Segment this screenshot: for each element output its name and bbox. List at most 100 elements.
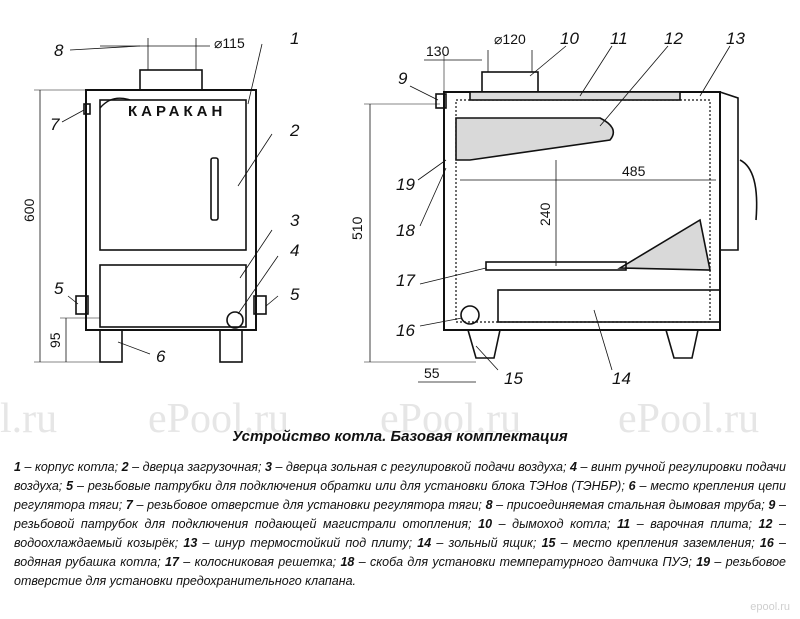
jacket-pipe	[460, 305, 480, 325]
label-13: 13	[726, 29, 745, 48]
legend-item-text: колосниковая решетка;	[194, 555, 337, 569]
legend-item: 14 – зольный ящик;	[417, 536, 537, 550]
legend-item-text: корпус котла;	[34, 460, 119, 474]
ash-door	[99, 264, 247, 328]
ash-box	[497, 289, 721, 323]
corner-logo: epool.ru	[750, 601, 790, 613]
label-4: 4	[290, 241, 299, 260]
legend-item-number: 12	[758, 517, 773, 531]
legend-item-number: 5	[66, 479, 74, 493]
legend-item-text: резьбовой патрубок для подключения подаю…	[14, 517, 472, 531]
parts-legend: 1 – корпус котла; 2 – дверца загрузочная…	[14, 458, 786, 591]
dim-130: 130	[426, 43, 450, 59]
legend-item-number: 4	[570, 460, 577, 474]
label-17: 17	[396, 271, 415, 290]
air-screw	[226, 311, 244, 329]
side-view-text: 130 ⌀120 510 485 240 55 9 10 11 12 13 14…	[349, 29, 745, 388]
label-5-left: 5	[54, 279, 64, 298]
legend-item: 9 – резьбовой патрубок для подключения п…	[14, 498, 786, 531]
legend-item: 8 – присоединяемая стальная дымовая труб…	[485, 498, 765, 512]
hob	[469, 91, 681, 101]
dim-legs-95: 95	[47, 332, 63, 348]
boiler-body	[85, 89, 257, 331]
nozzle-left	[75, 295, 89, 315]
legend-item-number: 19	[696, 555, 711, 569]
door-handle	[210, 157, 219, 221]
legend-item-number: 15	[541, 536, 556, 550]
label-19: 19	[396, 175, 415, 194]
front-view-text: КАРАКАН ⌀115 600 95 1 2 3 4 5 5 6 7 8	[21, 29, 300, 366]
legend-item-text: дверца загрузочная;	[142, 460, 262, 474]
leg-right	[219, 329, 243, 363]
dim-510: 510	[349, 216, 365, 240]
legend-item: 16 – водяная рубашка котла;	[14, 536, 786, 569]
legend-item-number: 7	[125, 498, 133, 512]
regulator-hole	[83, 103, 91, 115]
legend-item-text: место крепления заземления;	[572, 536, 755, 550]
label-14: 14	[612, 369, 631, 388]
legend-item-text: водоохлаждаемый козырёк;	[14, 536, 179, 550]
lower-slope	[617, 218, 711, 271]
label-11: 11	[610, 29, 628, 48]
legend-item: 18 – скоба для установки температурного …	[340, 555, 692, 569]
legend-item-number: 17	[165, 555, 179, 569]
leg-left	[99, 329, 123, 363]
dim-240: 240	[537, 202, 553, 226]
legend-item-number: 8	[485, 498, 493, 512]
legend-item: 5 – резьбовые патрубки для подключения о…	[66, 479, 625, 493]
label-10: 10	[560, 29, 579, 48]
legend-item-text: винт ручной регулировки подачи воздуха;	[14, 460, 787, 493]
loading-door	[99, 99, 247, 251]
label-6: 6	[156, 347, 166, 366]
legend-item: 2 – дверца загрузочная;	[121, 460, 262, 474]
legend-item: 19 – резьбовое отверстие для установки п…	[14, 555, 786, 588]
legend-item: 6 – место крепления цепи регулятора тяги…	[14, 479, 787, 512]
side-leg-right	[665, 329, 699, 359]
side-handle	[739, 159, 758, 221]
legend-item: 13 – шнур термостойкий под плиту;	[183, 536, 413, 550]
watermark-2: ePool.ru	[148, 396, 289, 442]
legend-item: 3 – дверца зольная с регулировкой подачи…	[264, 460, 567, 474]
flue-pipe	[139, 69, 203, 91]
legend-item-number: 13	[183, 536, 198, 550]
legend-item: 10 – дымоход котла;	[478, 517, 611, 531]
side-leg-left	[467, 329, 501, 359]
legend-item-text: водяная рубашка котла;	[14, 555, 161, 569]
legend-item: 12 – водоохлаждаемый козырёк;	[14, 517, 786, 550]
watermark-4: ePool.ru	[618, 396, 759, 442]
legend-item-number: 14	[417, 536, 432, 550]
label-16: 16	[396, 321, 415, 340]
dim-485: 485	[622, 163, 646, 179]
dim-flue-side: ⌀120	[494, 31, 526, 47]
dim-flue-front: ⌀115	[214, 35, 245, 51]
nozzle-right	[253, 295, 267, 315]
legend-item-number: 2	[121, 460, 129, 474]
legend-item: 15 – место крепления заземления;	[541, 536, 755, 550]
legend-item-text: шнур термостойкий под плиту;	[214, 536, 413, 550]
legend-item-text: резьбовые патрубки для подключения обрат…	[87, 479, 625, 493]
caption-title: Устройство котла. Базовая комплектация	[232, 428, 568, 445]
side-view	[364, 45, 758, 383]
dim-height-600: 600	[21, 198, 37, 222]
legend-item-number: 3	[264, 460, 272, 474]
legend-item-text: резьбовое отверстие для установки регуля…	[147, 498, 482, 512]
label-7: 7	[50, 115, 60, 134]
brand-name: КАРАКАН	[128, 103, 226, 120]
label-15: 15	[504, 369, 523, 388]
legend-item-number: 18	[340, 555, 355, 569]
front-view	[34, 38, 279, 363]
label-5-right: 5	[290, 285, 300, 304]
legend-item-text: присоединяемая стальная дымовая труба;	[506, 498, 765, 512]
legend-item-text: скоба для установки температурного датчи…	[369, 555, 692, 569]
legend-item-text: зольный ящик;	[448, 536, 537, 550]
legend-item-number: 9	[768, 498, 776, 512]
watermark-1: l.ru	[0, 396, 57, 442]
side-flue	[481, 71, 539, 93]
legend-item-number: 16	[759, 536, 774, 550]
label-8: 8	[54, 41, 64, 60]
label-2: 2	[289, 121, 300, 140]
watermark-3: ePool.ru	[380, 396, 521, 442]
legend-item-number: 11	[617, 517, 631, 531]
water-visor	[455, 117, 615, 161]
